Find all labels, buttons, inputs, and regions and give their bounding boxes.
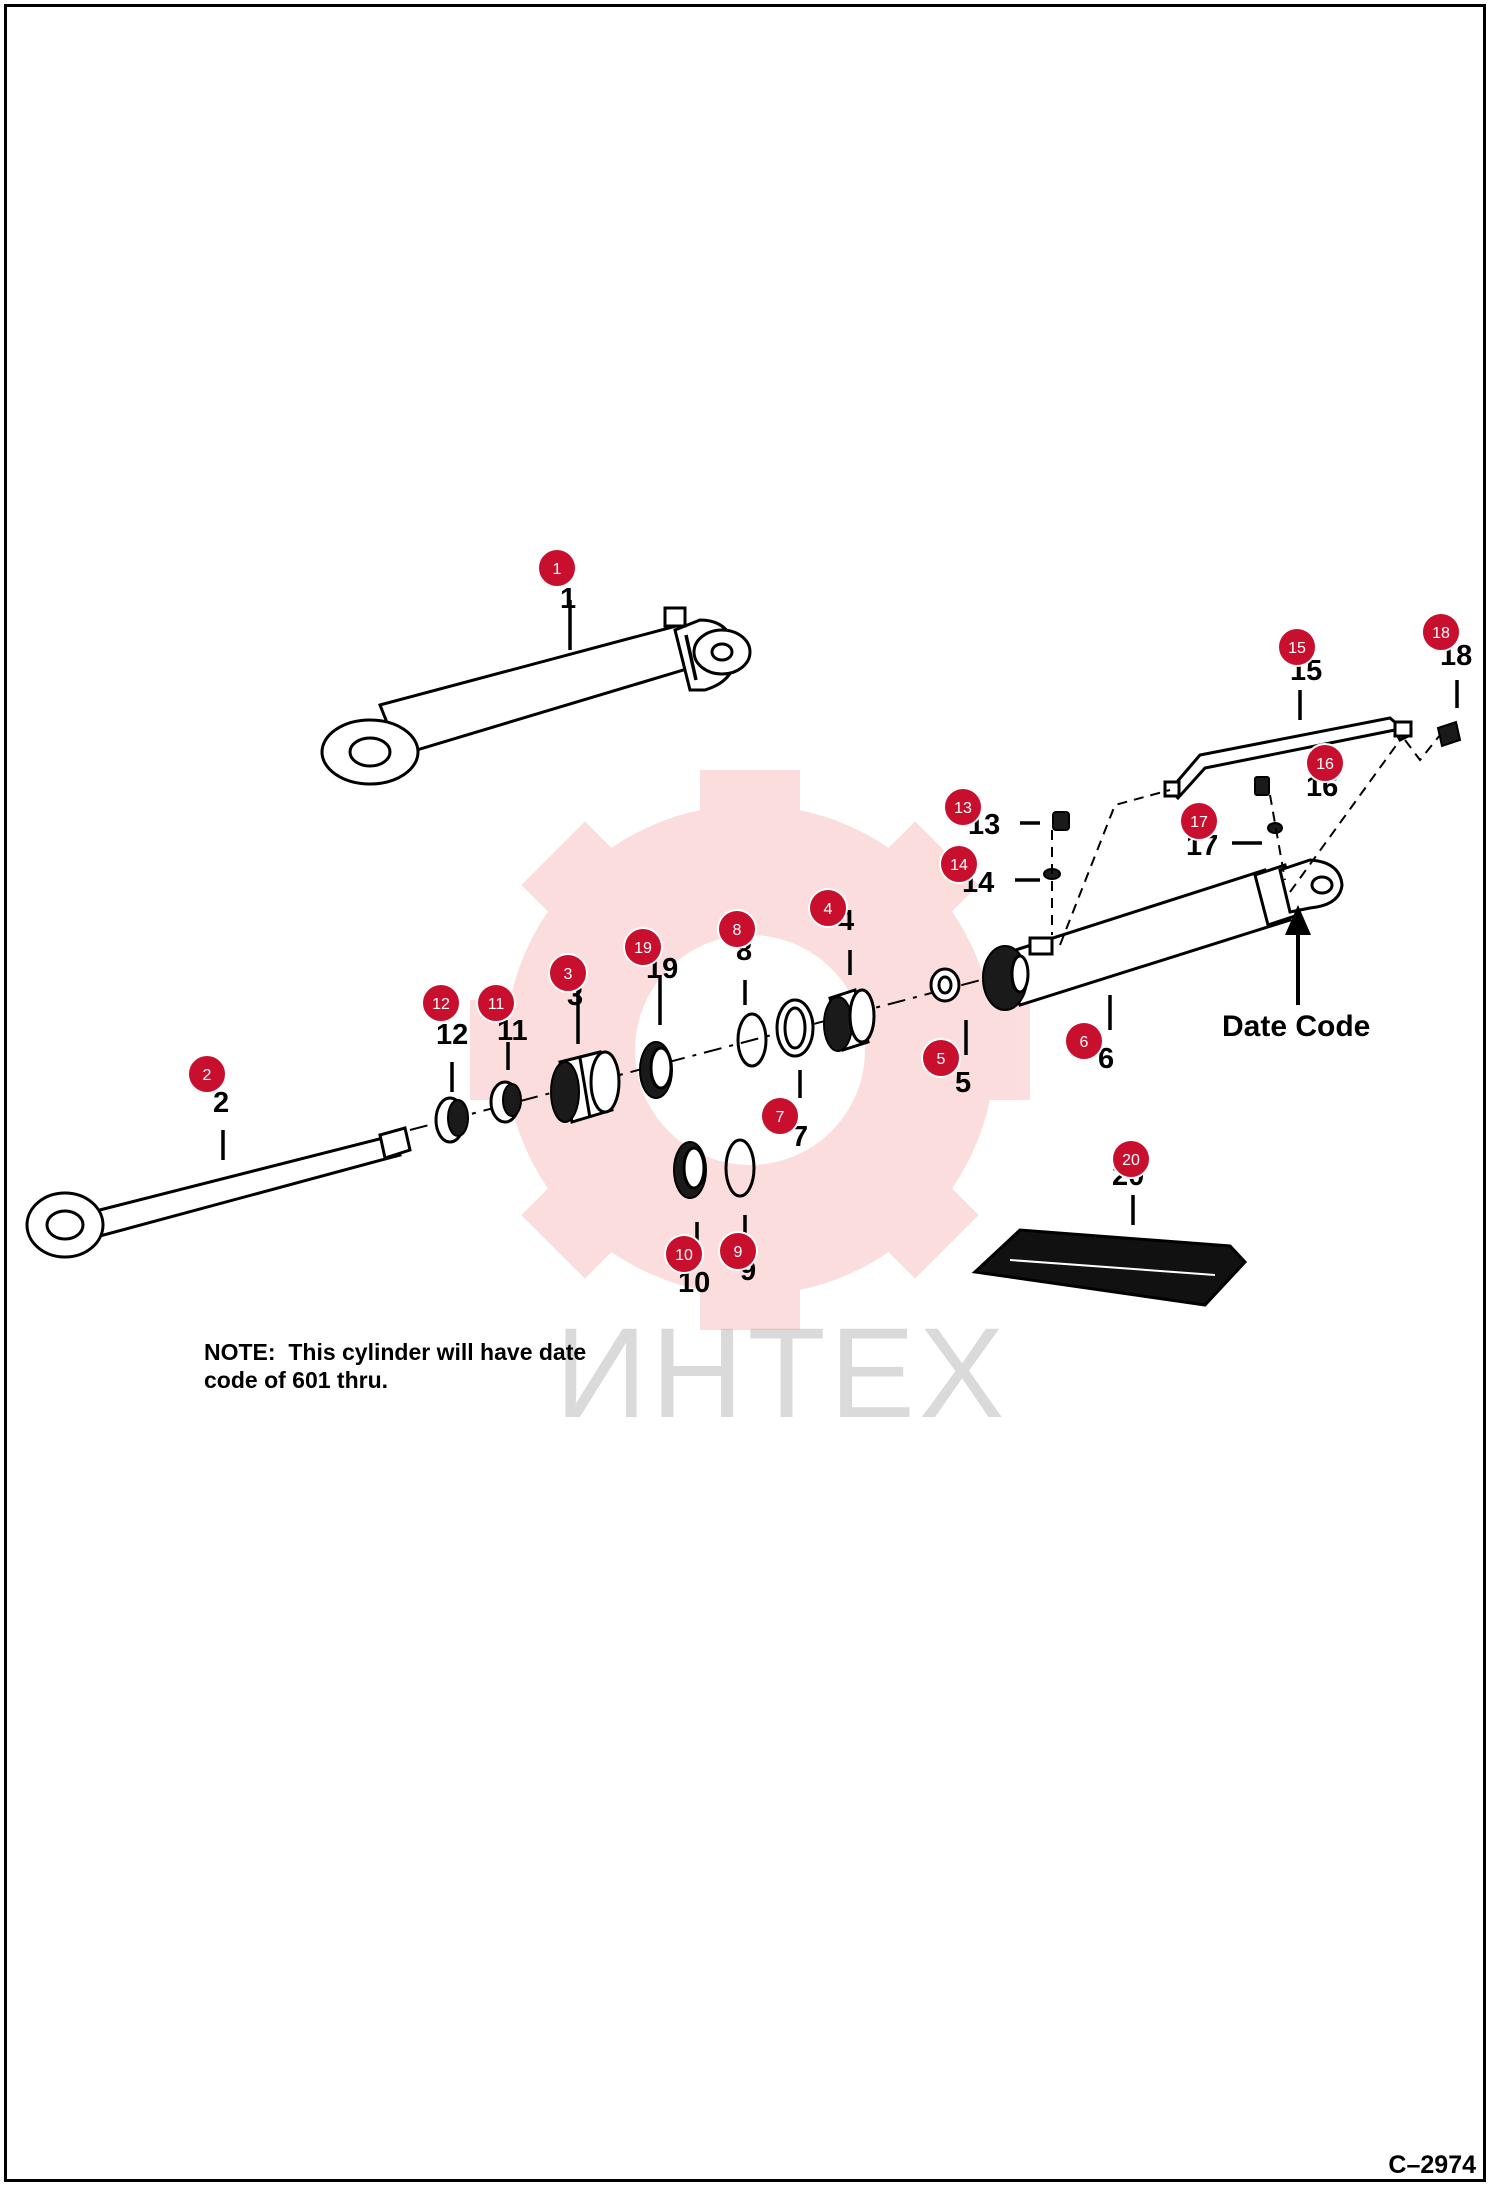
svg-text:7: 7 [776, 1109, 785, 1126]
printed-number: 1 [560, 583, 576, 615]
svg-text:8: 8 [733, 922, 742, 939]
callout-badge-8[interactable]: 8 [717, 909, 757, 949]
seal-12-drawing [434, 1096, 469, 1144]
svg-text:19: 19 [634, 940, 652, 957]
svg-text:10: 10 [675, 1247, 693, 1264]
cylinder-assembly-drawing [320, 606, 752, 786]
callout-badges: 1 2 3 4 5 6 7 8 9 10 11 12 13 14 15 16 1… [187, 548, 1461, 1274]
wiper-11-drawing [489, 1080, 522, 1124]
seal-kit-20-drawing [971, 1228, 1248, 1307]
figure-id: C–2974 [1388, 2151, 1476, 2179]
callout-badge-17[interactable]: 17 [1179, 801, 1219, 841]
svg-text:12: 12 [432, 996, 450, 1013]
note-text: This cylinder will have date code of 601… [204, 1339, 587, 1393]
callout-badge-18[interactable]: 18 [1421, 612, 1461, 652]
callout-badge-5[interactable]: 5 [921, 1038, 961, 1078]
svg-text:6: 6 [1080, 1034, 1089, 1051]
rod-drawing [25, 1126, 412, 1259]
plug-18-drawing [1436, 720, 1462, 748]
piston-3-drawing [550, 1050, 621, 1124]
callout-badge-11[interactable]: 11 [476, 983, 516, 1023]
watermark-gear-icon [470, 770, 1030, 1330]
svg-text:13: 13 [954, 800, 972, 817]
printed-number: 6 [1098, 1043, 1114, 1075]
callout-badge-13[interactable]: 13 [943, 787, 983, 827]
ring-19-drawing [639, 1041, 673, 1099]
head-4-drawing [823, 988, 876, 1052]
svg-text:11: 11 [488, 996, 505, 1013]
oring-8-drawing [736, 1012, 768, 1068]
note-heading: NOTE: [204, 1339, 276, 1365]
callout-badge-9[interactable]: 9 [718, 1231, 758, 1271]
callout-badge-12[interactable]: 12 [421, 983, 461, 1023]
callout-badge-20[interactable]: 20 [1111, 1139, 1151, 1179]
leader-lines [221, 600, 1459, 1250]
callout-badge-14[interactable]: 14 [939, 844, 979, 884]
callout-badge-4[interactable]: 4 [808, 888, 848, 928]
svg-text:14: 14 [950, 857, 968, 874]
svg-text:4: 4 [824, 901, 833, 918]
svg-text:20: 20 [1122, 1152, 1140, 1169]
callout-badge-7[interactable]: 7 [760, 1096, 800, 1136]
callout-badge-1[interactable]: 1 [537, 548, 577, 588]
svg-text:1: 1 [553, 561, 562, 578]
callout-badge-2[interactable]: 2 [187, 1054, 227, 1094]
watermark-text: ИНТЕХ [555, 1302, 1009, 1445]
oring-9-drawing [724, 1138, 756, 1198]
nut-5-drawing [929, 967, 961, 1003]
seal-10-drawing [673, 1141, 707, 1199]
date-code-arrow-icon [1285, 905, 1311, 1005]
callout-badge-19[interactable]: 19 [623, 927, 663, 967]
svg-text:15: 15 [1288, 640, 1306, 657]
callout-badge-10[interactable]: 10 [664, 1234, 704, 1274]
tube-15-drawing [1163, 716, 1413, 801]
page-frame [4, 4, 1486, 2182]
note-block: NOTE: This cylinder will have date code … [204, 1338, 644, 1394]
date-code-label: Date Code [1222, 1010, 1371, 1043]
oring-17-drawing [1267, 822, 1283, 834]
svg-text:2: 2 [203, 1067, 212, 1084]
svg-text:17: 17 [1190, 814, 1208, 831]
svg-text:16: 16 [1316, 756, 1334, 773]
svg-text:3: 3 [564, 966, 573, 983]
seal-7-drawing [775, 998, 815, 1058]
callout-badge-16[interactable]: 16 [1305, 743, 1345, 783]
printed-number: 5 [955, 1067, 971, 1099]
barrel-6-drawing [982, 858, 1344, 1011]
fitting-16-drawing [1254, 776, 1270, 796]
printed-number: 2 [213, 1087, 229, 1119]
callout-badge-3[interactable]: 3 [548, 953, 588, 993]
printed-number: 7 [792, 1121, 808, 1153]
printed-number: 12 [436, 1019, 468, 1051]
svg-text:5: 5 [937, 1051, 946, 1068]
svg-text:9: 9 [734, 1244, 743, 1261]
svg-text:18: 18 [1432, 625, 1450, 642]
callout-badge-6[interactable]: 6 [1064, 1021, 1104, 1061]
fitting-13-drawing [1043, 811, 1070, 880]
callout-badge-15[interactable]: 15 [1277, 627, 1317, 667]
